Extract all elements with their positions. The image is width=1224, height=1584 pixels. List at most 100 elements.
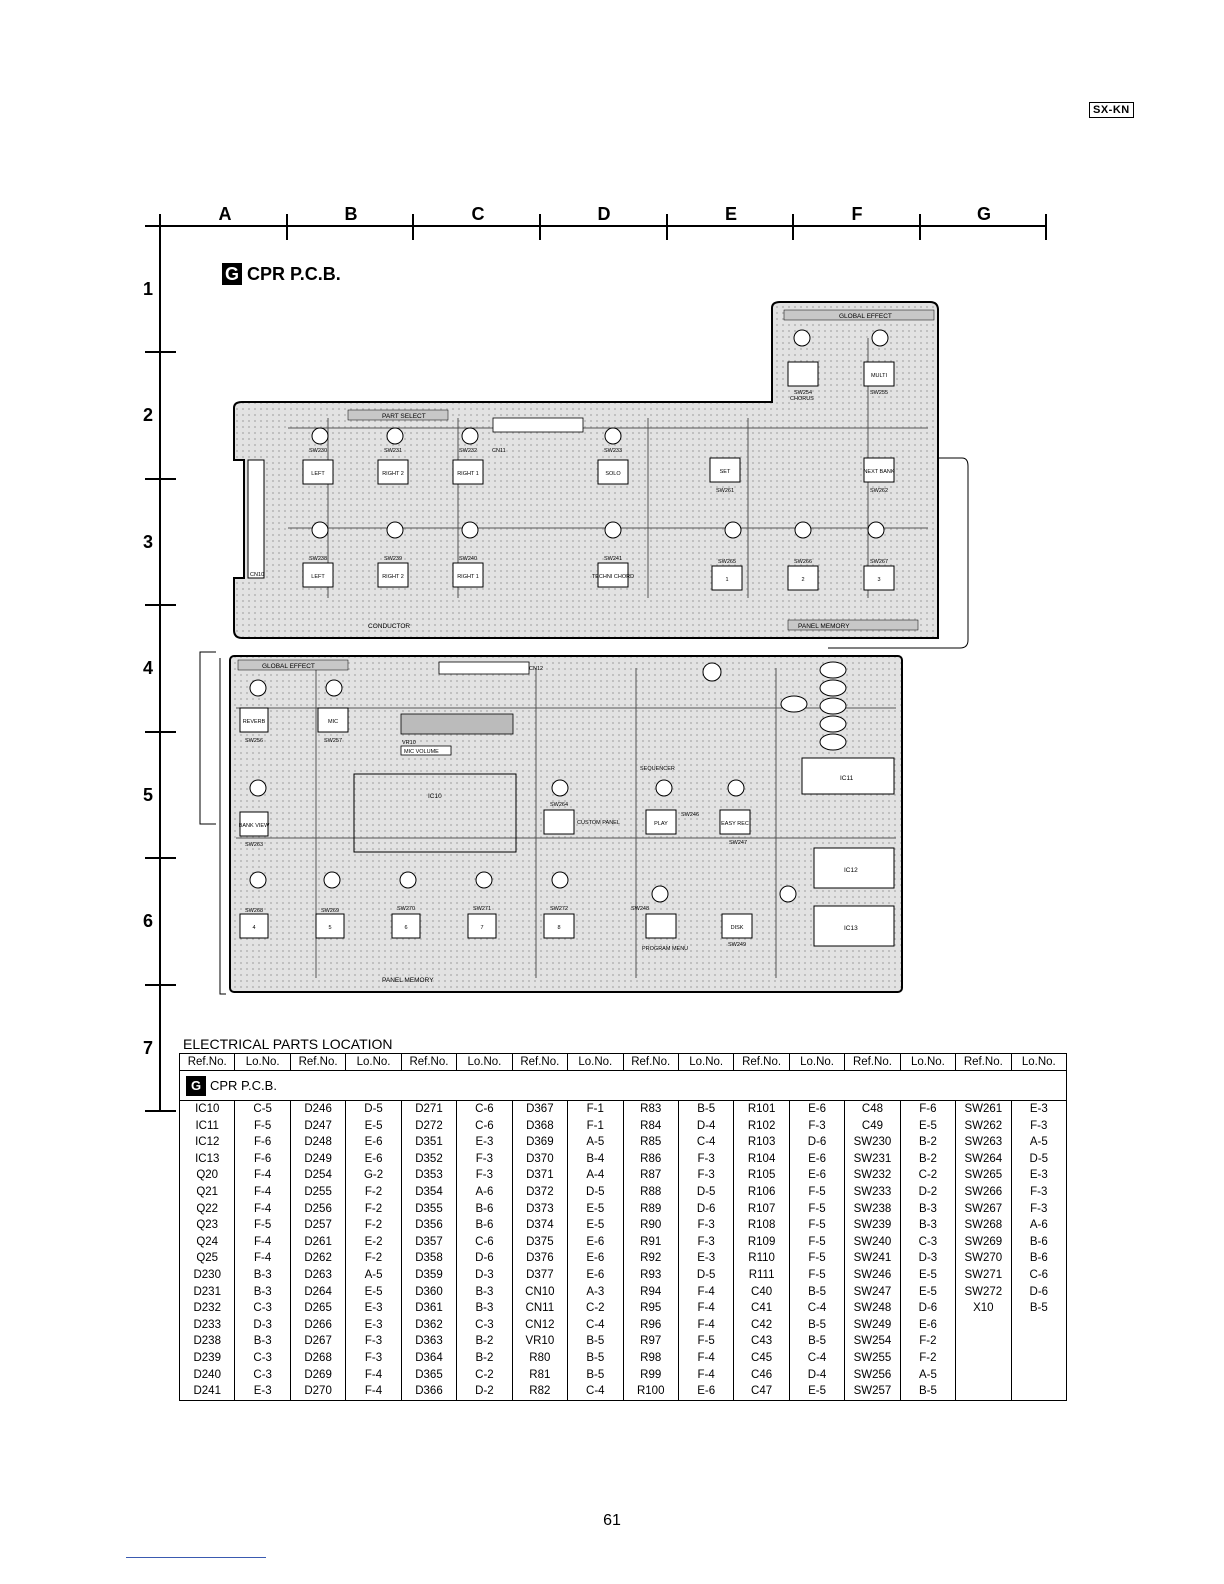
lo-no-cell: B-5 (677, 1100, 735, 1118)
ref-no-cell: SW231 (844, 1150, 901, 1168)
ref-no-cell: SW248 (844, 1300, 901, 1317)
lo-no-cell: E-3 (1010, 1100, 1068, 1118)
lo-no-cell: B-3 (899, 1217, 957, 1234)
sw248-ref: SW248 (631, 906, 649, 912)
ref-no-cell: SW257 (844, 1383, 901, 1401)
ref-no-cell: SW241 (844, 1250, 901, 1267)
ref-no-cell: D352 (400, 1150, 458, 1168)
lo-no-cell: C-3 (234, 1300, 291, 1317)
ref-no-cell: R97 (622, 1333, 679, 1350)
lo-no-cell: F-4 (234, 1250, 291, 1267)
ref-no-cell: D256 (289, 1200, 347, 1218)
lo-no-cell: F-3 (1010, 1183, 1068, 1201)
lo-no-cell: F-4 (677, 1283, 735, 1301)
ref-no-cell: D368 (511, 1117, 569, 1135)
lo-no-cell: E-6 (788, 1100, 846, 1118)
ref-no-cell: CN11 (511, 1300, 569, 1317)
model-tag: SX-KN (1089, 102, 1134, 118)
ref-no-cell: D232 (178, 1300, 236, 1317)
bottom-panel-memory-label: PANEL MEMORY (382, 977, 434, 984)
lo-no-cell: F-4 (345, 1366, 402, 1384)
column-label-b: B (344, 204, 358, 224)
lo-no-cell (1010, 1366, 1068, 1384)
sw233-ref: SW233 (604, 448, 622, 454)
sw231-text: RIGHT 2 (382, 471, 404, 477)
ref-no-cell: D233 (178, 1316, 236, 1334)
ref-no-cell: D372 (511, 1183, 569, 1201)
sw241-text: TECHNI CHORD (592, 574, 634, 580)
ref-no-cell: Q22 (178, 1200, 236, 1218)
lo-no-cell (1010, 1316, 1068, 1334)
row-label-1: 1 (143, 279, 154, 299)
ref-no-cell (955, 1316, 1012, 1334)
row-label-6: 6 (143, 911, 154, 931)
ref-no-cell: R109 (733, 1233, 790, 1251)
sw267-ref: SW267 (870, 559, 888, 565)
ref-no-cell: R91 (622, 1233, 679, 1251)
lo-no-cell: A-5 (345, 1266, 402, 1284)
column-label-f: F (851, 204, 863, 224)
row-label-3: 3 (143, 532, 154, 552)
lo-no-cell: E-6 (899, 1316, 957, 1334)
cn10-label: CN10 (250, 572, 264, 578)
lo-no-cell: D-4 (788, 1366, 846, 1384)
lo-no-header: Lo.No. (899, 1053, 957, 1071)
sw272-ref: SW272 (550, 906, 568, 912)
sw267-text: 3 (877, 577, 880, 583)
lo-no-cell: B-5 (1010, 1300, 1068, 1317)
ref-no-cell: R93 (622, 1266, 679, 1284)
sw247-ref: SW247 (729, 840, 747, 846)
ref-no-cell: D365 (400, 1366, 458, 1384)
lo-no-cell: F-5 (788, 1266, 846, 1284)
lo-no-cell: F-2 (345, 1217, 402, 1234)
ref-no-cell: SW238 (844, 1200, 901, 1218)
lo-no-cell: E-5 (567, 1200, 624, 1218)
ref-no-cell: R104 (733, 1150, 790, 1168)
ref-no-cell: D263 (289, 1266, 347, 1284)
lo-no-cell: C-4 (677, 1134, 735, 1151)
lo-no-cell: C-2 (899, 1167, 957, 1184)
ref-no-cell (955, 1333, 1012, 1350)
ref-no-cell: D265 (289, 1300, 347, 1317)
lo-no-cell: E-5 (345, 1117, 402, 1135)
lo-no-cell: F-4 (677, 1316, 735, 1334)
table-section-badge: G (186, 1075, 206, 1096)
ref-no-cell: R83 (622, 1100, 679, 1118)
ref-no-cell: R88 (622, 1183, 679, 1201)
lo-no-cell: A-4 (567, 1167, 624, 1184)
custom-panel-label: CUSTOM PANEL (577, 820, 620, 826)
ref-no-cell: D369 (511, 1134, 569, 1151)
ref-no-cell: D351 (400, 1134, 458, 1151)
sw232-ref: SW232 (459, 448, 477, 454)
lo-no-cell: D-4 (677, 1117, 735, 1135)
ref-no-cell: D374 (511, 1217, 569, 1234)
lo-no-cell: F-3 (345, 1349, 402, 1367)
sw230-ref: SW230 (309, 448, 327, 454)
lo-no-cell: F-4 (234, 1233, 291, 1251)
ref-no-cell: C48 (844, 1100, 901, 1118)
ref-no-cell: CN10 (511, 1283, 569, 1301)
ref-no-cell: D254 (289, 1167, 347, 1184)
lo-no-cell: B-5 (567, 1333, 624, 1350)
lo-no-cell: D-3 (456, 1266, 513, 1284)
ref-no-header: Ref.No. (511, 1053, 569, 1071)
sw268-ref: SW268 (245, 908, 263, 914)
ref-no-cell: D370 (511, 1150, 569, 1168)
lo-no-cell: A-3 (567, 1283, 624, 1301)
ref-no-cell: R96 (622, 1316, 679, 1334)
ref-no-cell: C45 (733, 1349, 790, 1367)
lo-no-cell: B-6 (456, 1217, 513, 1234)
ref-no-cell: D355 (400, 1200, 458, 1218)
ref-no-cell: R85 (622, 1134, 679, 1151)
lo-no-cell: B-3 (234, 1266, 291, 1284)
ref-no-cell: R92 (622, 1250, 679, 1267)
lo-no-cell: F-1 (567, 1100, 624, 1118)
lo-no-cell: E-6 (345, 1150, 402, 1168)
table-section-label: CPR P.C.B. (210, 1077, 277, 1093)
ref-no-cell: C42 (733, 1316, 790, 1334)
sw257-text: MIC (328, 719, 338, 725)
